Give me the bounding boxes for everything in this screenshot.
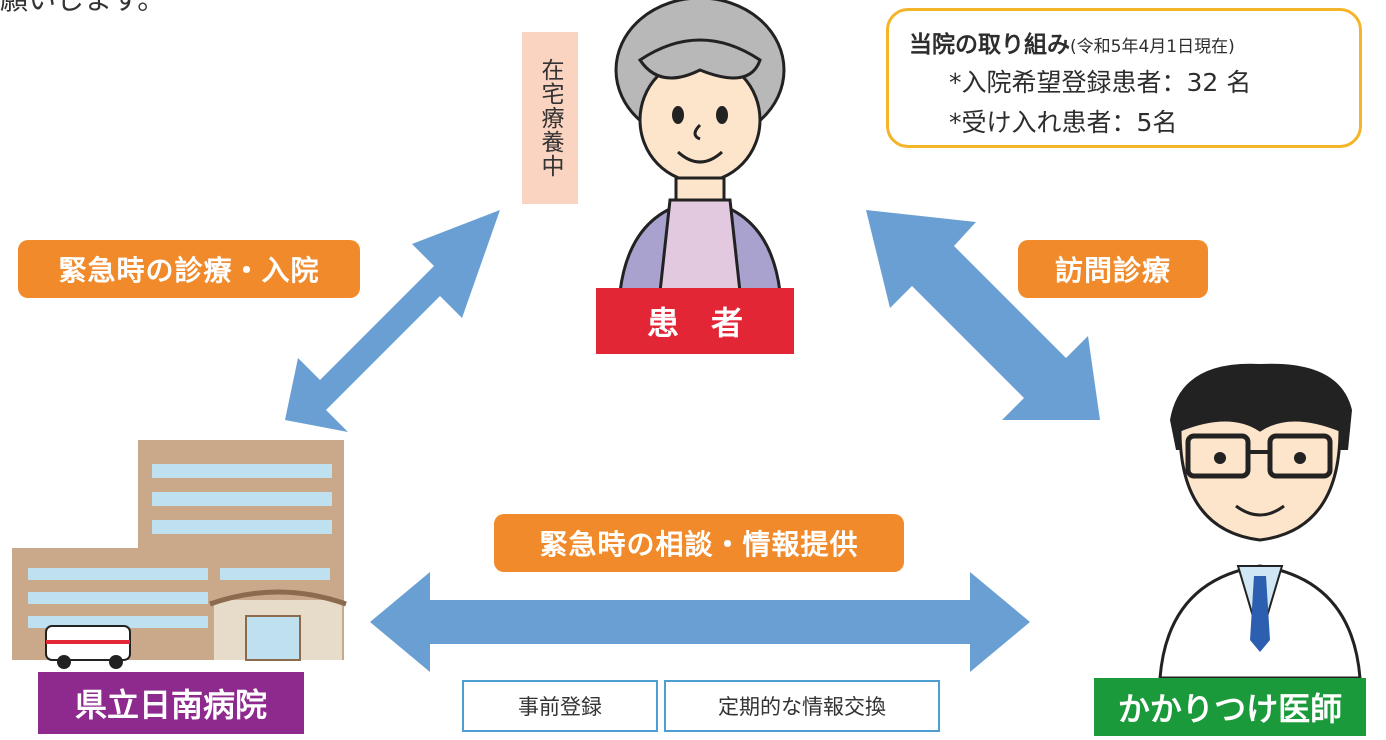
top-cutoff-text: 願いします。 <box>0 0 300 18</box>
arrow-hospital-doctor <box>370 572 1030 672</box>
home-visit-label: 訪問診療 <box>1018 240 1208 298</box>
patient-label: 患 者 <box>596 288 794 354</box>
hospital-label: 県立日南病院 <box>38 672 304 734</box>
info-title: 当院の取り組み <box>909 32 1070 58</box>
info-date: (令和5年4月1日現在) <box>1070 37 1235 57</box>
arrow-hospital-patient <box>285 210 500 432</box>
arrow-patient-doctor <box>866 210 1100 420</box>
info-box: 当院の取り組み(令和5年4月1日現在) *入院希望登録患者：32 名 *受け入れ… <box>886 8 1362 148</box>
info-exchange-tag: 定期的な情報交換 <box>664 680 940 732</box>
home-care-label: 在宅療養中 <box>522 32 578 204</box>
patient-illustration <box>614 0 786 294</box>
info-line-registered: *入院希望登録患者：32 名 <box>949 68 1252 97</box>
hospital-illustration <box>12 440 347 669</box>
doctor-label: かかりつけ医師 <box>1094 678 1366 736</box>
emergency-admission-label: 緊急時の診療・入院 <box>18 240 360 298</box>
consult-info-label: 緊急時の相談・情報提供 <box>494 514 904 572</box>
info-line-accepted: *受け入れ患者：5名 <box>949 108 1178 137</box>
pre-registration-tag: 事前登録 <box>462 680 658 732</box>
doctor-illustration <box>1158 363 1362 680</box>
